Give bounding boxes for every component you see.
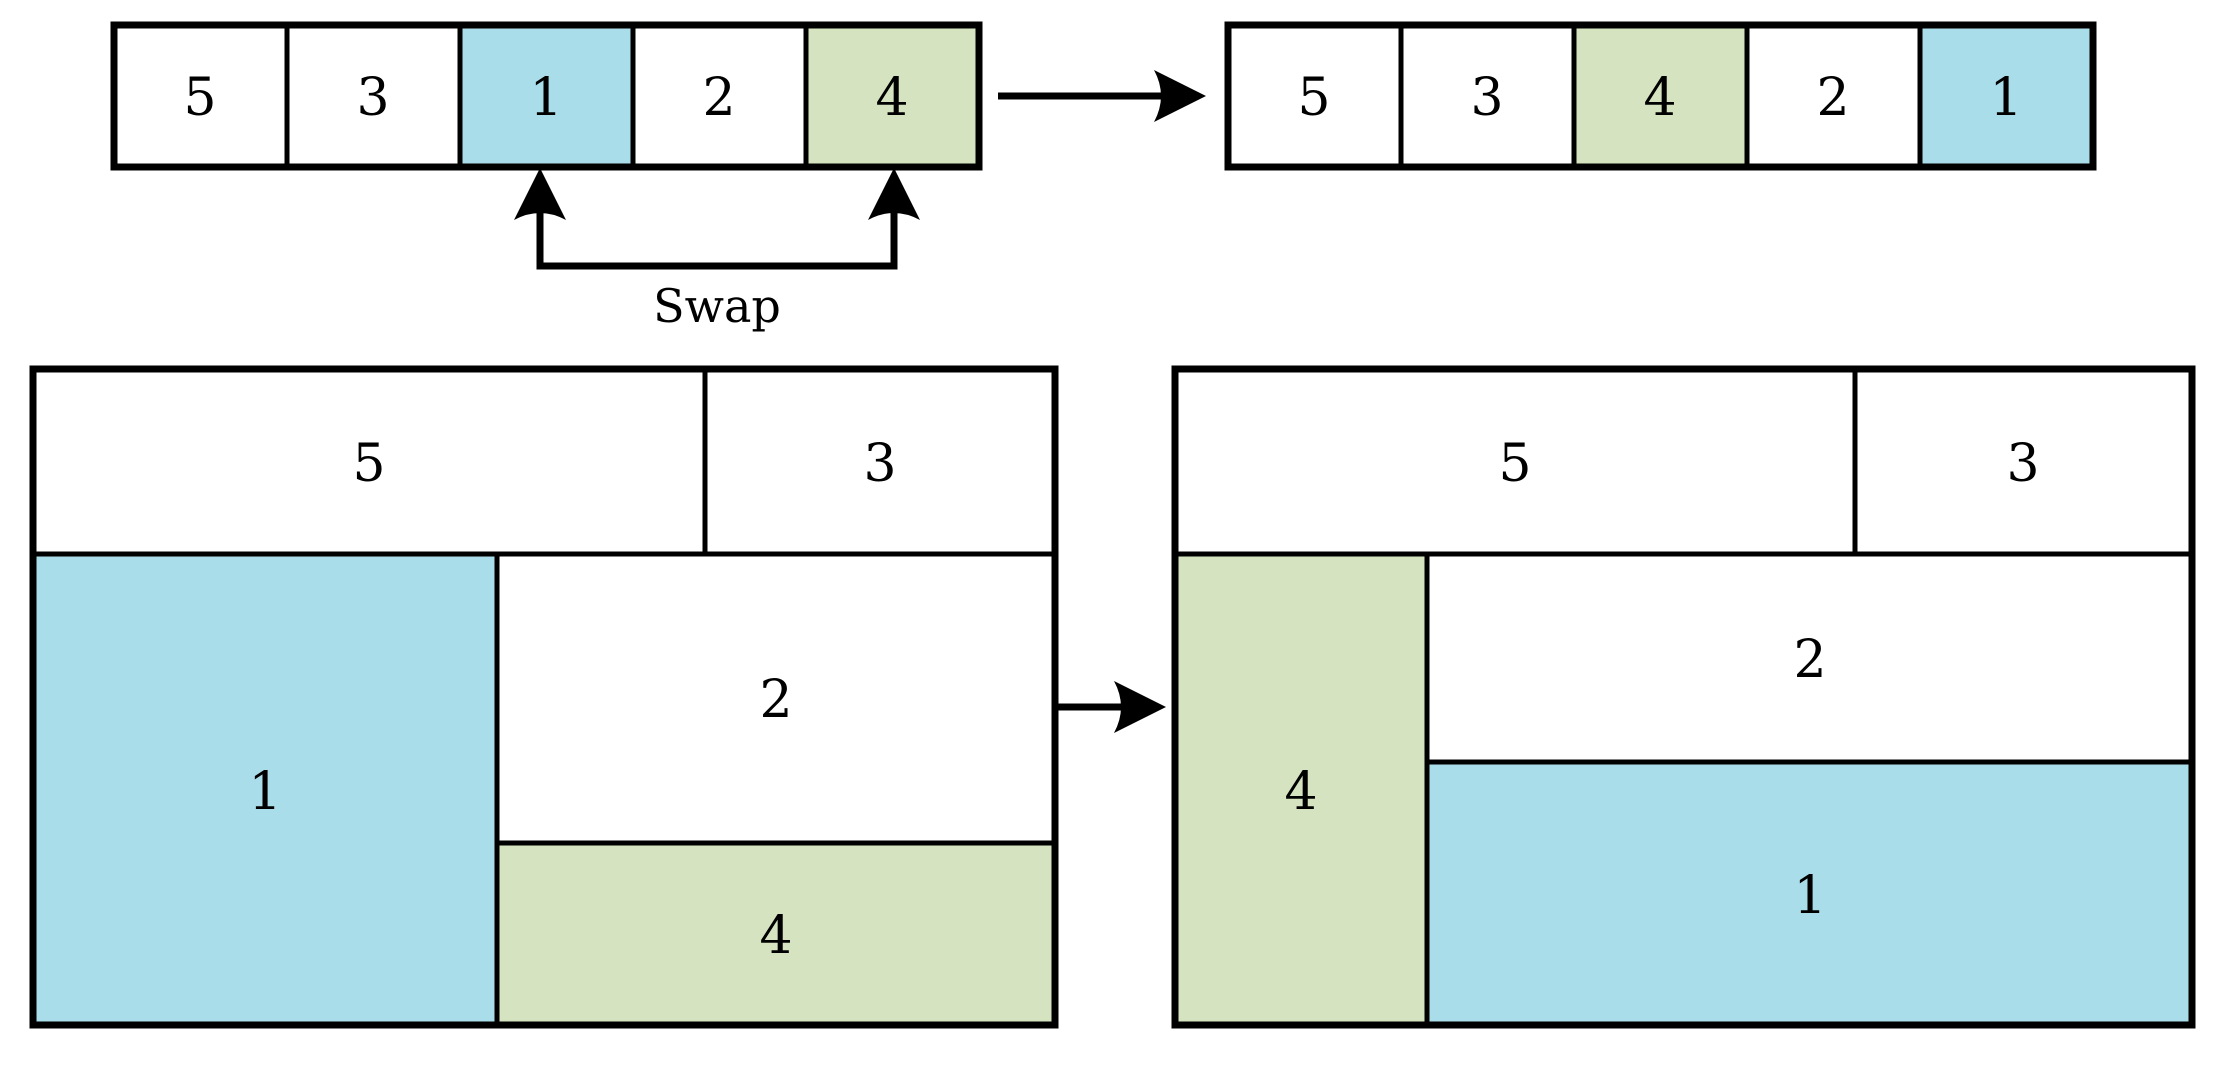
- array-before-value-1: 3: [356, 68, 389, 128]
- treemap-after-value-3: 3: [2006, 434, 2039, 494]
- treemap-before-block-4: [494, 840, 1058, 1028]
- treemap-after: 5 3 4 2 1: [1171, 365, 2196, 1029]
- treemap-before-value-2: 2: [759, 670, 792, 730]
- array-after-value-2: 4: [1643, 68, 1676, 128]
- array-before-value-0: 5: [183, 68, 216, 128]
- swap-bracket: [536, 200, 898, 270]
- array-transition-arrow: [998, 70, 1206, 122]
- up-arrow-icon: [868, 168, 920, 220]
- array-after-value-3: 2: [1816, 68, 1849, 128]
- array-after-value-1: 3: [1470, 68, 1503, 128]
- treemap-transition-arrow: [1056, 681, 1166, 733]
- swap-label: Swap: [653, 279, 781, 333]
- array-before-value-3: 2: [702, 68, 735, 128]
- treemap-before: 5 3 1 2 4: [29, 365, 1059, 1029]
- array-after-value-4: 1: [1989, 68, 2022, 128]
- treemap-before-block-1: [30, 551, 500, 1028]
- treemap-after-value-2: 2: [1793, 630, 1826, 690]
- treemap-after-value-5: 5: [1498, 434, 1531, 494]
- array-before: 5 3 1 2 4: [110, 21, 983, 171]
- array-after: 5 3 4 2 1: [1224, 21, 2097, 171]
- array-after-outline: [1224, 21, 2097, 171]
- array-before-outline: [110, 21, 983, 171]
- array-before-cell-1: [284, 22, 463, 170]
- treemap-before-value-5: 5: [352, 434, 385, 494]
- array-after-cell-1: [1398, 22, 1577, 170]
- treemap-after-block-3: [1852, 366, 2195, 557]
- treemap-before-value-4: 4: [759, 906, 792, 966]
- array-after-cell-0: [1225, 22, 1404, 170]
- treemap-after-outline: [1171, 365, 2196, 1029]
- right-arrow-icon: [1154, 70, 1206, 122]
- treemap-after-value-1: 1: [1793, 866, 1826, 926]
- swap-annotation: Swap: [514, 168, 920, 333]
- treemap-after-value-4: 4: [1284, 762, 1317, 822]
- treemap-before-outline: [29, 365, 1059, 1029]
- right-arrow-icon: [1114, 681, 1166, 733]
- up-arrow-icon: [514, 168, 566, 220]
- array-after-value-0: 5: [1297, 68, 1330, 128]
- treemap-after-block-4: [1172, 551, 1430, 1028]
- treemap-before-value-3: 3: [863, 434, 896, 494]
- array-before-value-4: 4: [875, 68, 908, 128]
- array-before-value-2: 1: [529, 68, 562, 128]
- treemap-before-value-1: 1: [248, 762, 281, 822]
- treemap-before-block-3: [702, 366, 1058, 557]
